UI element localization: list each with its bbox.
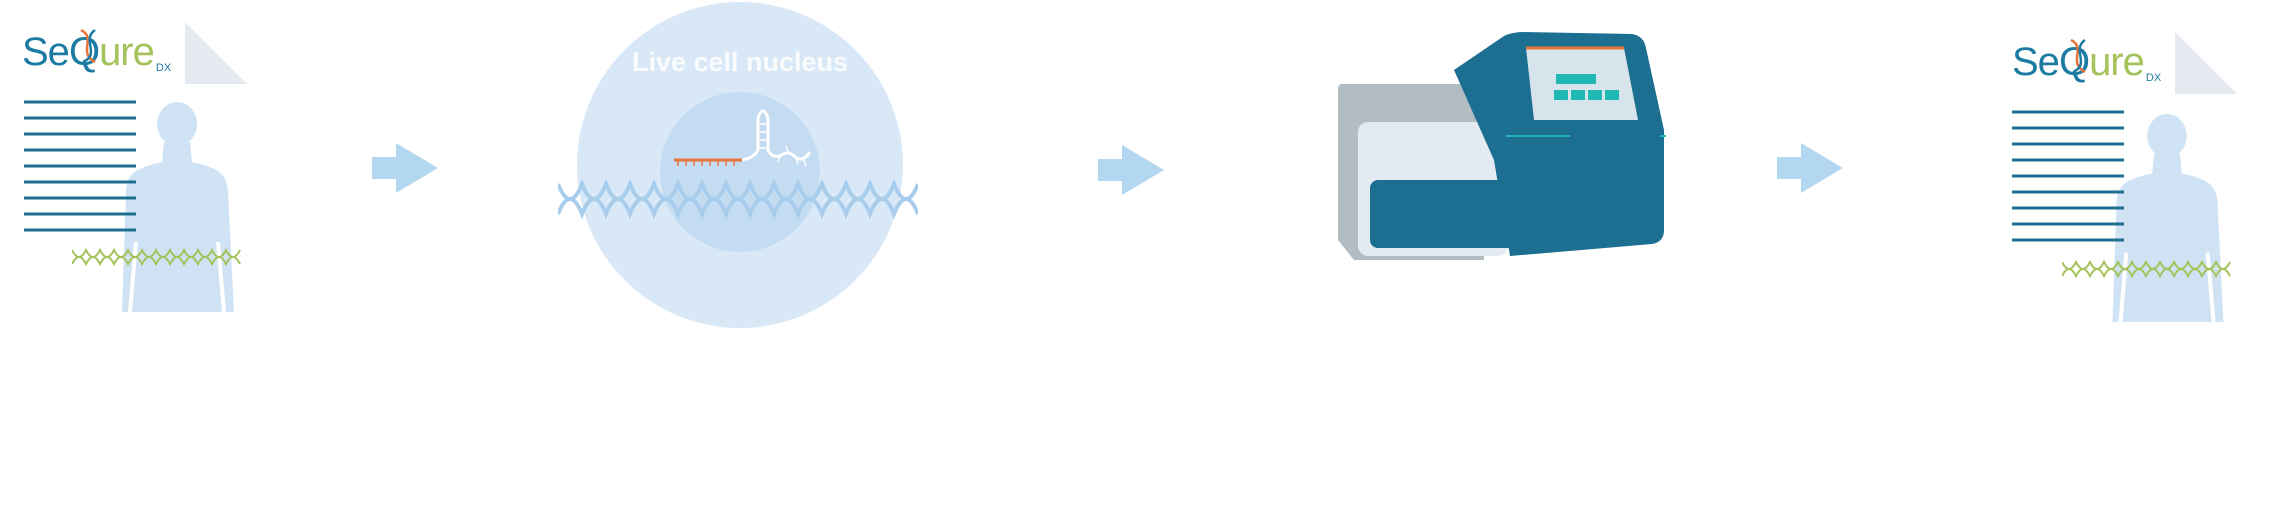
sequencer-machine-icon [1338, 32, 1666, 260]
dna-strand-icon [72, 247, 241, 267]
person-silhouette-icon [122, 102, 234, 312]
arrow-right-icon [372, 143, 438, 193]
document-lines-icon [24, 100, 136, 232]
dna-helix-icon [558, 178, 918, 220]
logo-helix-icon [2070, 38, 2086, 74]
arrow-right-icon [1098, 145, 1164, 195]
document-corner-icon [2175, 32, 2237, 94]
dna-strand-icon [2062, 259, 2231, 279]
nucleus-icon [577, 2, 903, 328]
panel-live-cell-nucleus [555, 0, 935, 330]
person-silhouette-icon [2112, 114, 2224, 322]
document-corner-icon [185, 22, 247, 84]
nucleus-label: Live cell nucleus [631, 47, 849, 77]
guide-rna-icon [674, 109, 812, 167]
document-lines-icon [2012, 110, 2124, 242]
arrow-right-icon [1777, 143, 1843, 193]
logo-helix-icon [80, 28, 96, 64]
